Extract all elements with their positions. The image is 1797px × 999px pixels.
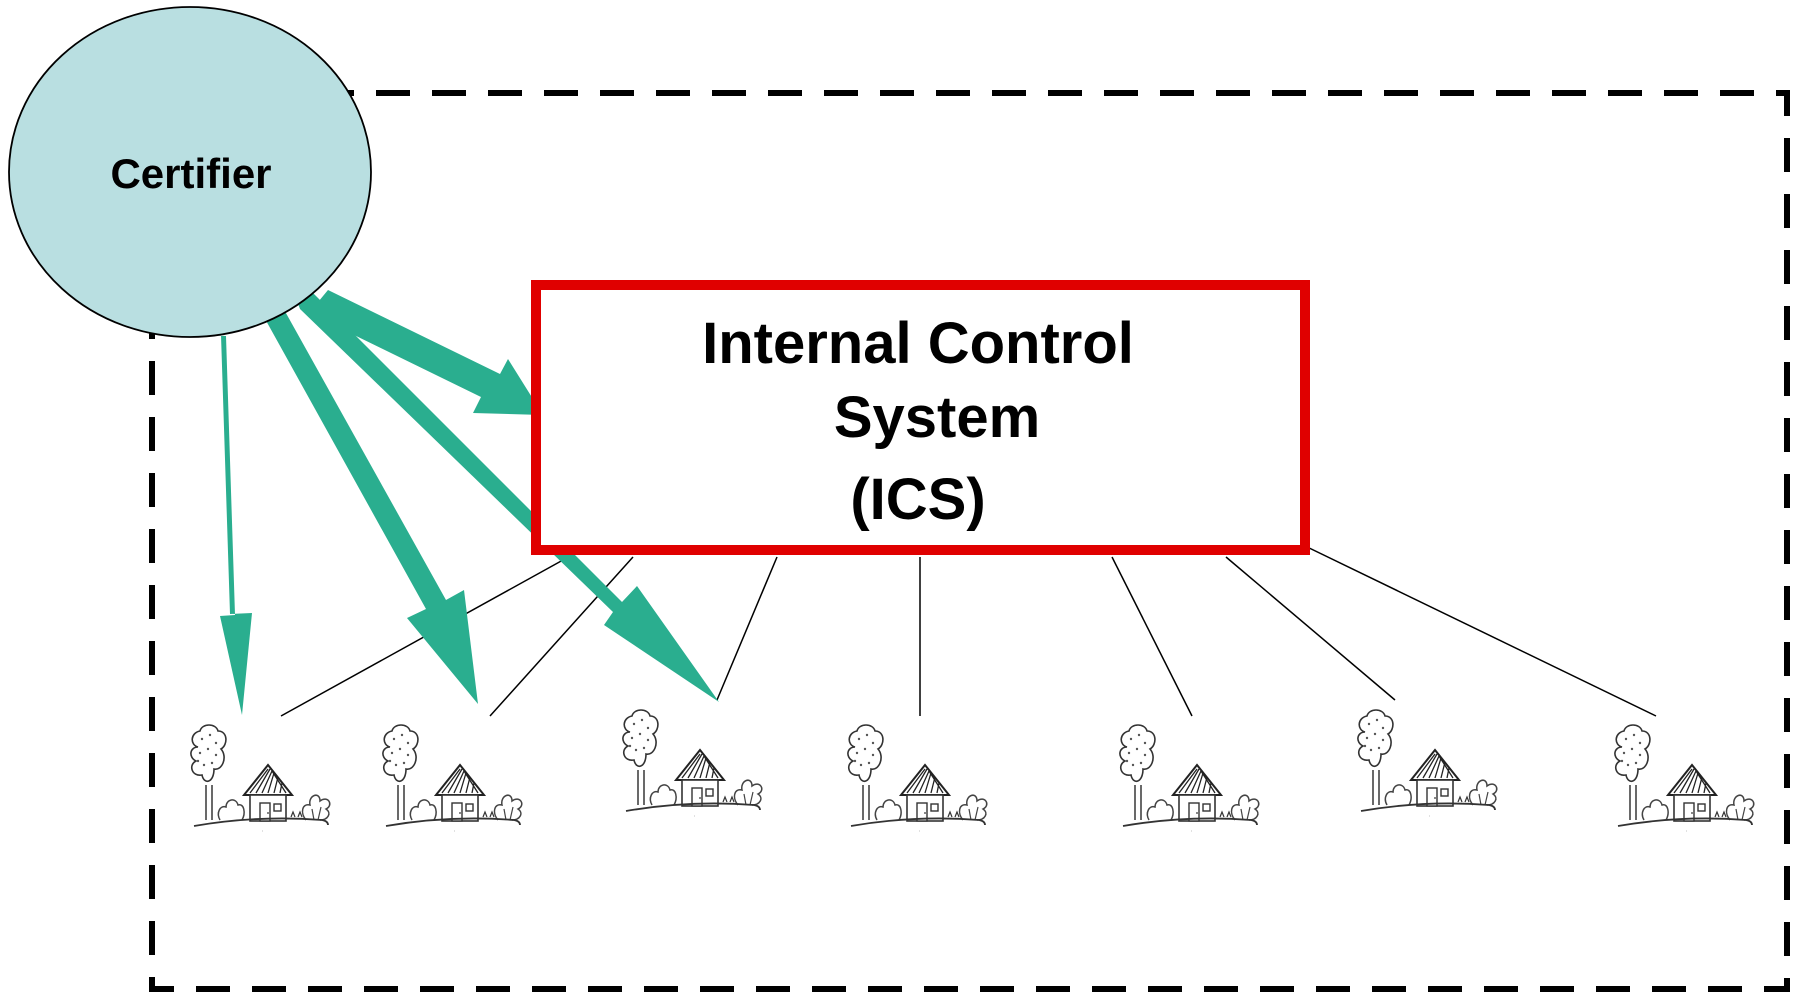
farm-house-icon (621, 709, 763, 817)
farms (189, 709, 1755, 832)
arrow-to-farm-3 (296, 288, 719, 702)
certifier-node: Certifier (8, 6, 372, 338)
ics-farm-connectors (280, 544, 1657, 717)
connector-line (280, 559, 564, 717)
ics-node: Internal Control System (ICS) (531, 280, 1310, 555)
ics-box (531, 280, 1310, 555)
connector-line (489, 556, 634, 717)
connector-line (716, 556, 778, 701)
connector-line (1302, 544, 1657, 717)
farmer-group-boundary (149, 90, 1790, 992)
connector-line (1225, 556, 1396, 701)
connector-line (1111, 556, 1193, 717)
certifier-arrows (206, 288, 719, 715)
arrow-to-farm-2 (264, 306, 478, 704)
ics-title-line-3: (ICS) (850, 467, 985, 532)
ics-title-line-1: Internal Control (702, 311, 1134, 376)
farm-house-icon (381, 724, 523, 832)
arrow-to-farm-1 (206, 335, 252, 715)
arrow-to-ics (309, 290, 543, 415)
ics-title-line-2: System (834, 385, 1040, 450)
farm-house-icon (1118, 724, 1260, 832)
certifier-label: Certifier (110, 150, 271, 197)
farm-house-icon (846, 724, 988, 832)
farm-house-icon (189, 724, 331, 832)
certifier-circle (8, 6, 372, 338)
farm-house-icon (1356, 709, 1498, 817)
farm-house-icon (1613, 724, 1755, 832)
